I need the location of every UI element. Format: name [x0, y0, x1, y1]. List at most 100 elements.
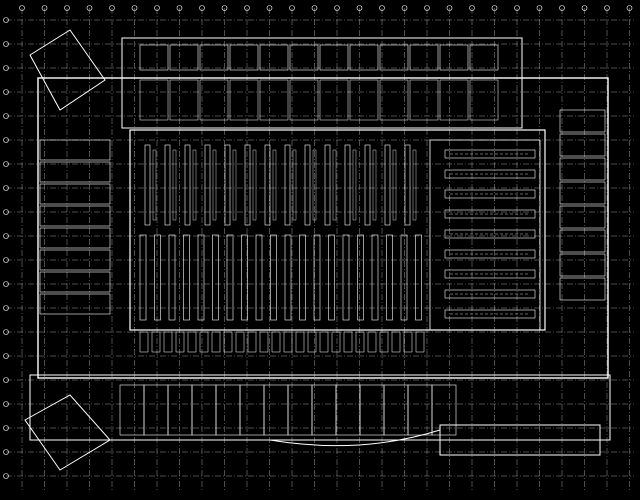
bo-room: [169, 44, 199, 71]
bo-room: [379, 44, 409, 71]
checkout-lane: [247, 331, 257, 353]
bo-room: [379, 79, 409, 121]
shelf-unit-lower: [212, 234, 219, 321]
grid-bubble: [3, 473, 9, 479]
grid-bubble: [3, 89, 9, 95]
parking-bay-right: [559, 205, 606, 229]
front-shop-unit: [311, 384, 337, 436]
shelf-unit-upper: [264, 144, 271, 226]
shelf-unit-upper: [384, 144, 391, 226]
parking-bay-right: [559, 253, 606, 277]
front-shop-unit: [143, 384, 169, 436]
bo-room: [139, 44, 169, 71]
grid-bubble: [3, 113, 9, 119]
shelf-unit-lower: [371, 234, 379, 321]
checkout-lane: [223, 331, 233, 353]
grid-bubble: [3, 185, 9, 191]
entrance-canopy: [269, 429, 441, 447]
shelf-unit-upper: [244, 144, 251, 226]
bo-room: [229, 79, 259, 121]
checkout-lane: [163, 331, 173, 353]
shelf-unit-upper: [144, 144, 151, 226]
grid-bubble: [3, 329, 9, 335]
fixture-row: [444, 269, 536, 279]
bo-room: [229, 44, 259, 71]
outer-wall: [37, 77, 609, 379]
shelf-unit-upper: [412, 149, 417, 221]
sales-floor-wall: [129, 129, 546, 331]
fixture-row: [444, 309, 536, 319]
grid-bubble: [604, 5, 610, 11]
checkout-lane: [343, 331, 353, 353]
parking-bay-right: [559, 133, 606, 157]
checkout-lane: [307, 331, 317, 353]
checkout-lane: [367, 331, 377, 353]
shelf-unit-upper: [184, 144, 191, 226]
checkout-lane: [259, 331, 269, 353]
shelf-unit-lower: [197, 234, 205, 321]
shelf-unit-upper: [404, 144, 411, 226]
grid-bubble: [41, 5, 48, 11]
shelf-unit-lower: [255, 234, 263, 321]
grid-bubble: [581, 5, 588, 11]
grid-bubble: [199, 5, 205, 11]
grid-bubble: [3, 305, 9, 311]
shelf-unit-lower: [299, 234, 306, 321]
bo-room: [259, 79, 289, 121]
grid-bubble: [131, 5, 138, 11]
bo-room: [349, 44, 379, 71]
checkout-lane: [415, 331, 425, 353]
grid-bubble: [3, 161, 9, 167]
grid-bubble: [3, 449, 9, 455]
checkout-lane: [271, 331, 281, 353]
front-shop-unit: [359, 384, 385, 436]
parking-bay-right: [559, 277, 606, 301]
shelf-unit-lower: [270, 234, 277, 321]
grid-bubble: [86, 5, 93, 11]
grid-bubble: [514, 5, 520, 11]
shelf-unit-upper: [312, 149, 317, 221]
bo-room: [349, 79, 379, 121]
parking-bay-left: [39, 227, 111, 249]
building-walls: [24, 29, 611, 471]
bo-room: [289, 44, 319, 71]
front-shop-unit: [263, 384, 289, 436]
grid-bubble: [176, 5, 183, 11]
bo-room: [439, 44, 469, 71]
bo-room: [319, 79, 349, 121]
shelf-unit-upper: [364, 144, 371, 226]
bo-room: [319, 44, 349, 71]
parking-bay-right: [559, 181, 606, 205]
shelf-unit-lower: [328, 234, 335, 321]
shelf-unit-upper: [332, 149, 337, 221]
grid-bubble: [3, 425, 9, 431]
grid-bubble: [491, 5, 498, 11]
shelf-unit-upper: [204, 144, 211, 226]
back-of-house-wall: [121, 37, 523, 129]
shelf-unit-upper: [344, 144, 351, 226]
bo-room: [439, 79, 469, 121]
parking-bay-right: [559, 157, 606, 181]
bo-room: [469, 44, 499, 71]
front-shop-unit: [215, 384, 241, 436]
bo-room: [139, 79, 169, 121]
shelf-unit-upper: [172, 149, 177, 221]
parking-bay-left: [39, 205, 111, 227]
checkout-lane: [319, 331, 329, 353]
grid-bubble: [3, 17, 9, 23]
fixture-row: [444, 209, 536, 219]
front-shop-unit: [335, 384, 361, 436]
front-shop-unit: [191, 384, 217, 436]
checkout-lane: [283, 331, 293, 353]
front-shop-unit: [287, 384, 313, 436]
front-shop-unit: [407, 384, 433, 436]
checkout-lane: [235, 331, 245, 353]
shelf-unit-lower: [313, 234, 321, 321]
shelf-unit-upper: [324, 144, 331, 226]
grid-bubble: [3, 209, 9, 215]
grid-bubble: [3, 401, 9, 407]
grid-bubble: [3, 41, 9, 47]
front-shop-unit: [431, 384, 457, 436]
checkout-lane: [391, 331, 401, 353]
